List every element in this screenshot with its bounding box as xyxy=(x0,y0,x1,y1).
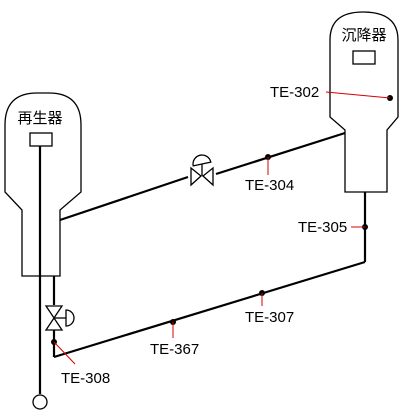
regenerator-title: 再生器 xyxy=(17,109,62,127)
settler-inlet-box xyxy=(352,50,376,65)
te302-leader xyxy=(325,91,391,99)
upper-control-valve xyxy=(190,154,214,187)
te307-label: TE-307 xyxy=(245,309,294,326)
te304-label: TE-304 xyxy=(245,177,294,194)
te302-label: TE-302 xyxy=(270,84,319,101)
te308-leader xyxy=(53,341,76,365)
settler-vessel xyxy=(329,11,399,193)
te308-label: TE-308 xyxy=(61,370,110,387)
transfer-line-lower xyxy=(53,260,366,359)
riser-bottom-circle xyxy=(32,394,48,410)
transfer-line-upper-right xyxy=(215,131,346,176)
settler-title: 沉降器 xyxy=(341,26,386,44)
transfer-line-upper xyxy=(59,175,189,222)
te305-label: TE-305 xyxy=(298,219,347,236)
te367-label: TE-367 xyxy=(150,341,199,358)
regenerator-vessel xyxy=(4,92,82,277)
lower-control-valve xyxy=(44,305,75,331)
